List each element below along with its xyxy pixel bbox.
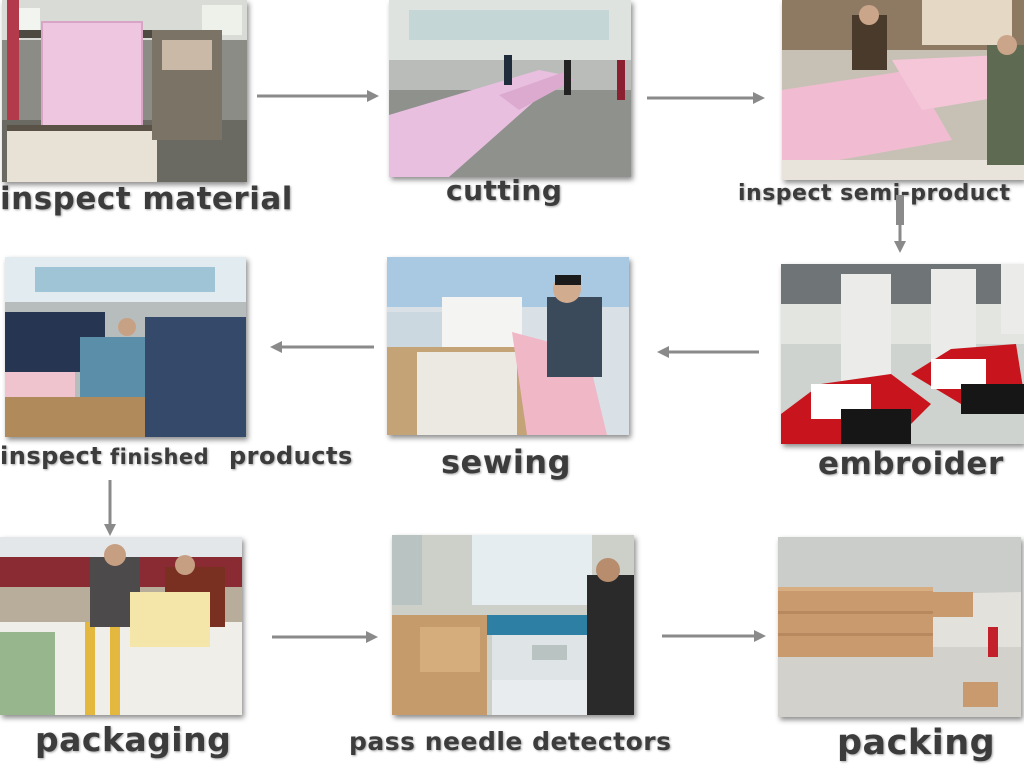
step-label-part-inspect: inspect	[0, 442, 103, 470]
step-label-pass-needle-detectors: pass needle detectors	[349, 727, 672, 756]
step-label-packaging: packaging	[35, 720, 232, 759]
step-label-cutting: cutting	[446, 174, 563, 207]
arrow-semi-to-embroider	[894, 195, 906, 253]
step-label-part-products: products	[229, 442, 353, 470]
packaging-photo	[0, 537, 242, 715]
pass-needle-detectors-photo	[392, 535, 634, 715]
inspect-semi-product-photo	[782, 0, 1024, 180]
step-label-part-finished: finished	[110, 445, 210, 469]
step-label-embroider: embroider	[818, 446, 1004, 482]
arrow-finished-to-packaging	[104, 480, 116, 536]
arrow-sewing-to-finished	[270, 341, 374, 353]
arrow-packaging-to-detectors	[272, 631, 378, 643]
step-label-inspect-material: inspect material	[0, 181, 293, 217]
sewing-photo	[387, 257, 629, 435]
arrow-material-to-cutting	[257, 90, 379, 102]
arrow-cutting-to-semi	[647, 92, 765, 104]
embroider-photo	[781, 264, 1024, 444]
step-label-inspect-semi-product: inspect semi-product	[738, 181, 1011, 206]
packing-photo	[778, 537, 1021, 717]
arrow-embroider-to-sewing	[657, 346, 759, 358]
inspect-finished-products-photo	[5, 257, 246, 437]
arrow-detectors-to-packing	[662, 630, 766, 642]
step-label-sewing: sewing	[441, 443, 571, 481]
step-label-packing: packing	[837, 723, 996, 763]
inspect-material-photo	[2, 0, 247, 182]
cutting-photo	[389, 0, 631, 177]
